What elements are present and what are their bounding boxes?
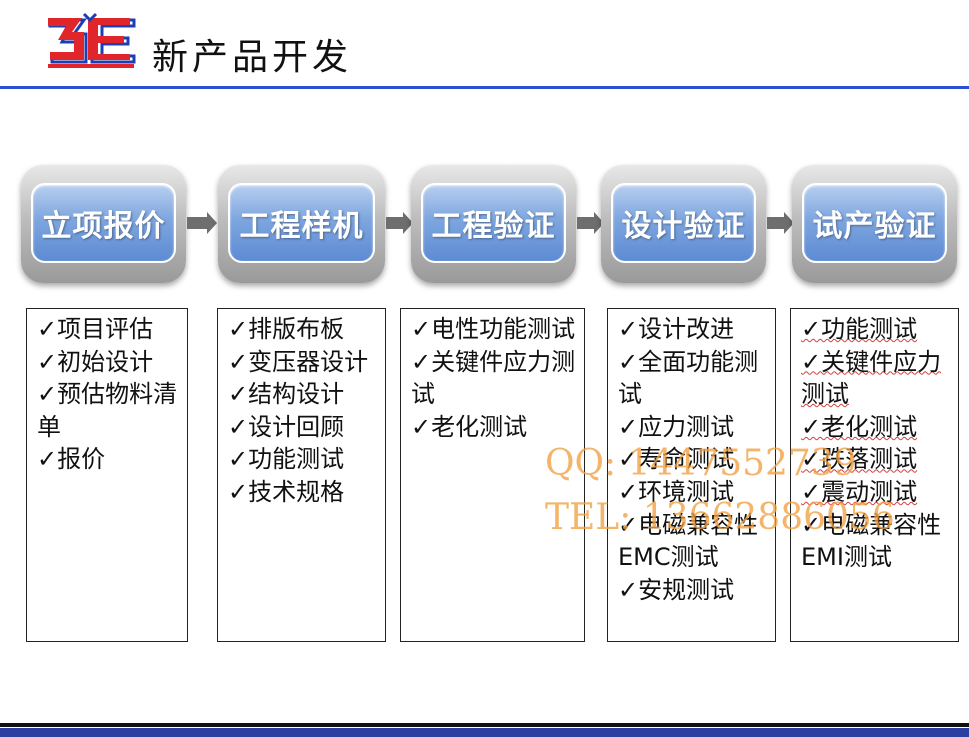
task-item: ✓环境测试 [618, 477, 735, 506]
stage-design-validation: 设计验证 [601, 165, 766, 283]
stage-label: 工程验证 [431, 209, 556, 244]
flow-arrow-icon [403, 212, 413, 234]
task-item: ✓电磁兼容性EMC测试 [618, 510, 759, 572]
task-list-project-quote: ✓项目评估 ✓初始设计 ✓预估物料清单 ✓报价 [26, 308, 188, 642]
page-title: 新产品开发 [152, 37, 353, 78]
flow-arrow-shaft [386, 217, 403, 229]
task-list-engineering-validation: ✓电性功能测试 ✓关键件应力测试 ✓老化测试 [400, 308, 585, 642]
flow-arrow-icon [784, 212, 794, 234]
task-item: ✓老化测试 [801, 412, 918, 441]
task-item: ✓初始设计 [37, 347, 154, 376]
flow-arrow-shaft [577, 217, 594, 229]
stage-label: 工程样机 [239, 209, 364, 244]
stage-label: 试产验证 [812, 209, 937, 244]
task-item: ✓设计改进 [618, 315, 735, 343]
stage-engineering-validation: 工程验证 [411, 165, 576, 283]
watermark-tel: TEL: 13662886056 [545, 497, 895, 538]
flow-arrow-icon [594, 212, 604, 234]
company-logo [48, 12, 136, 68]
task-item: ✓功能测试 [228, 445, 345, 474]
footer-divider [0, 723, 969, 727]
flow-arrow-shaft [187, 217, 207, 229]
task-item: ✓报价 [37, 445, 106, 474]
task-item: ✓电磁兼容性EMI测试 [801, 510, 942, 572]
task-item: ✓关键件应力测试 [411, 347, 576, 409]
task-item: ✓设计回顾 [228, 412, 345, 441]
task-item: ✓震动测试 [801, 477, 918, 506]
header-divider [0, 86, 969, 89]
task-list-trial-production: ✓功能测试 ✓关键件应力测试 ✓老化测试 ✓跌落测试 ✓震动测试 ✓电磁兼容性E… [790, 308, 959, 642]
task-list-design-validation: ✓设计改进 ✓全面功能测试 ✓应力测试 ✓寿命测试 ✓环境测试 ✓电磁兼容性EM… [607, 308, 776, 642]
task-item: ✓技术规格 [228, 477, 345, 506]
stage-label: 设计验证 [621, 209, 746, 244]
flow-arrow-icon [207, 212, 217, 234]
task-item: ✓寿命测试 [618, 445, 735, 474]
task-item: ✓跌落测试 [801, 445, 918, 474]
task-item: ✓老化测试 [411, 412, 528, 441]
watermark-qq: QQ: 1447552739 [545, 443, 857, 484]
task-item: ✓预估物料清单 [37, 380, 178, 441]
task-item: ✓功能测试 [801, 315, 918, 343]
task-item: ✓排版布板 [228, 315, 345, 343]
stage-trial-production: 试产验证 [792, 165, 957, 283]
flow-arrow-shaft [767, 217, 784, 229]
task-list-engineering-prototype: ✓排版布板 ✓变压器设计 ✓结构设计 ✓设计回顾 ✓功能测试 ✓技术规格 [217, 308, 386, 642]
stage-engineering-prototype: 工程样机 [218, 165, 385, 283]
task-item: ✓结构设计 [228, 380, 345, 409]
task-item: ✓关键件应力测试 [801, 347, 942, 409]
task-item: ✓电性功能测试 [411, 315, 576, 343]
footer-bar [0, 728, 969, 737]
task-item: ✓项目评估 [37, 315, 154, 343]
task-item: ✓变压器设计 [228, 347, 369, 376]
stage-project-quote: 立项报价 [21, 165, 186, 283]
task-item: ✓安规测试 [618, 575, 735, 604]
stage-label: 立项报价 [41, 209, 166, 244]
task-item: ✓应力测试 [618, 412, 735, 441]
task-item: ✓全面功能测试 [618, 347, 759, 409]
